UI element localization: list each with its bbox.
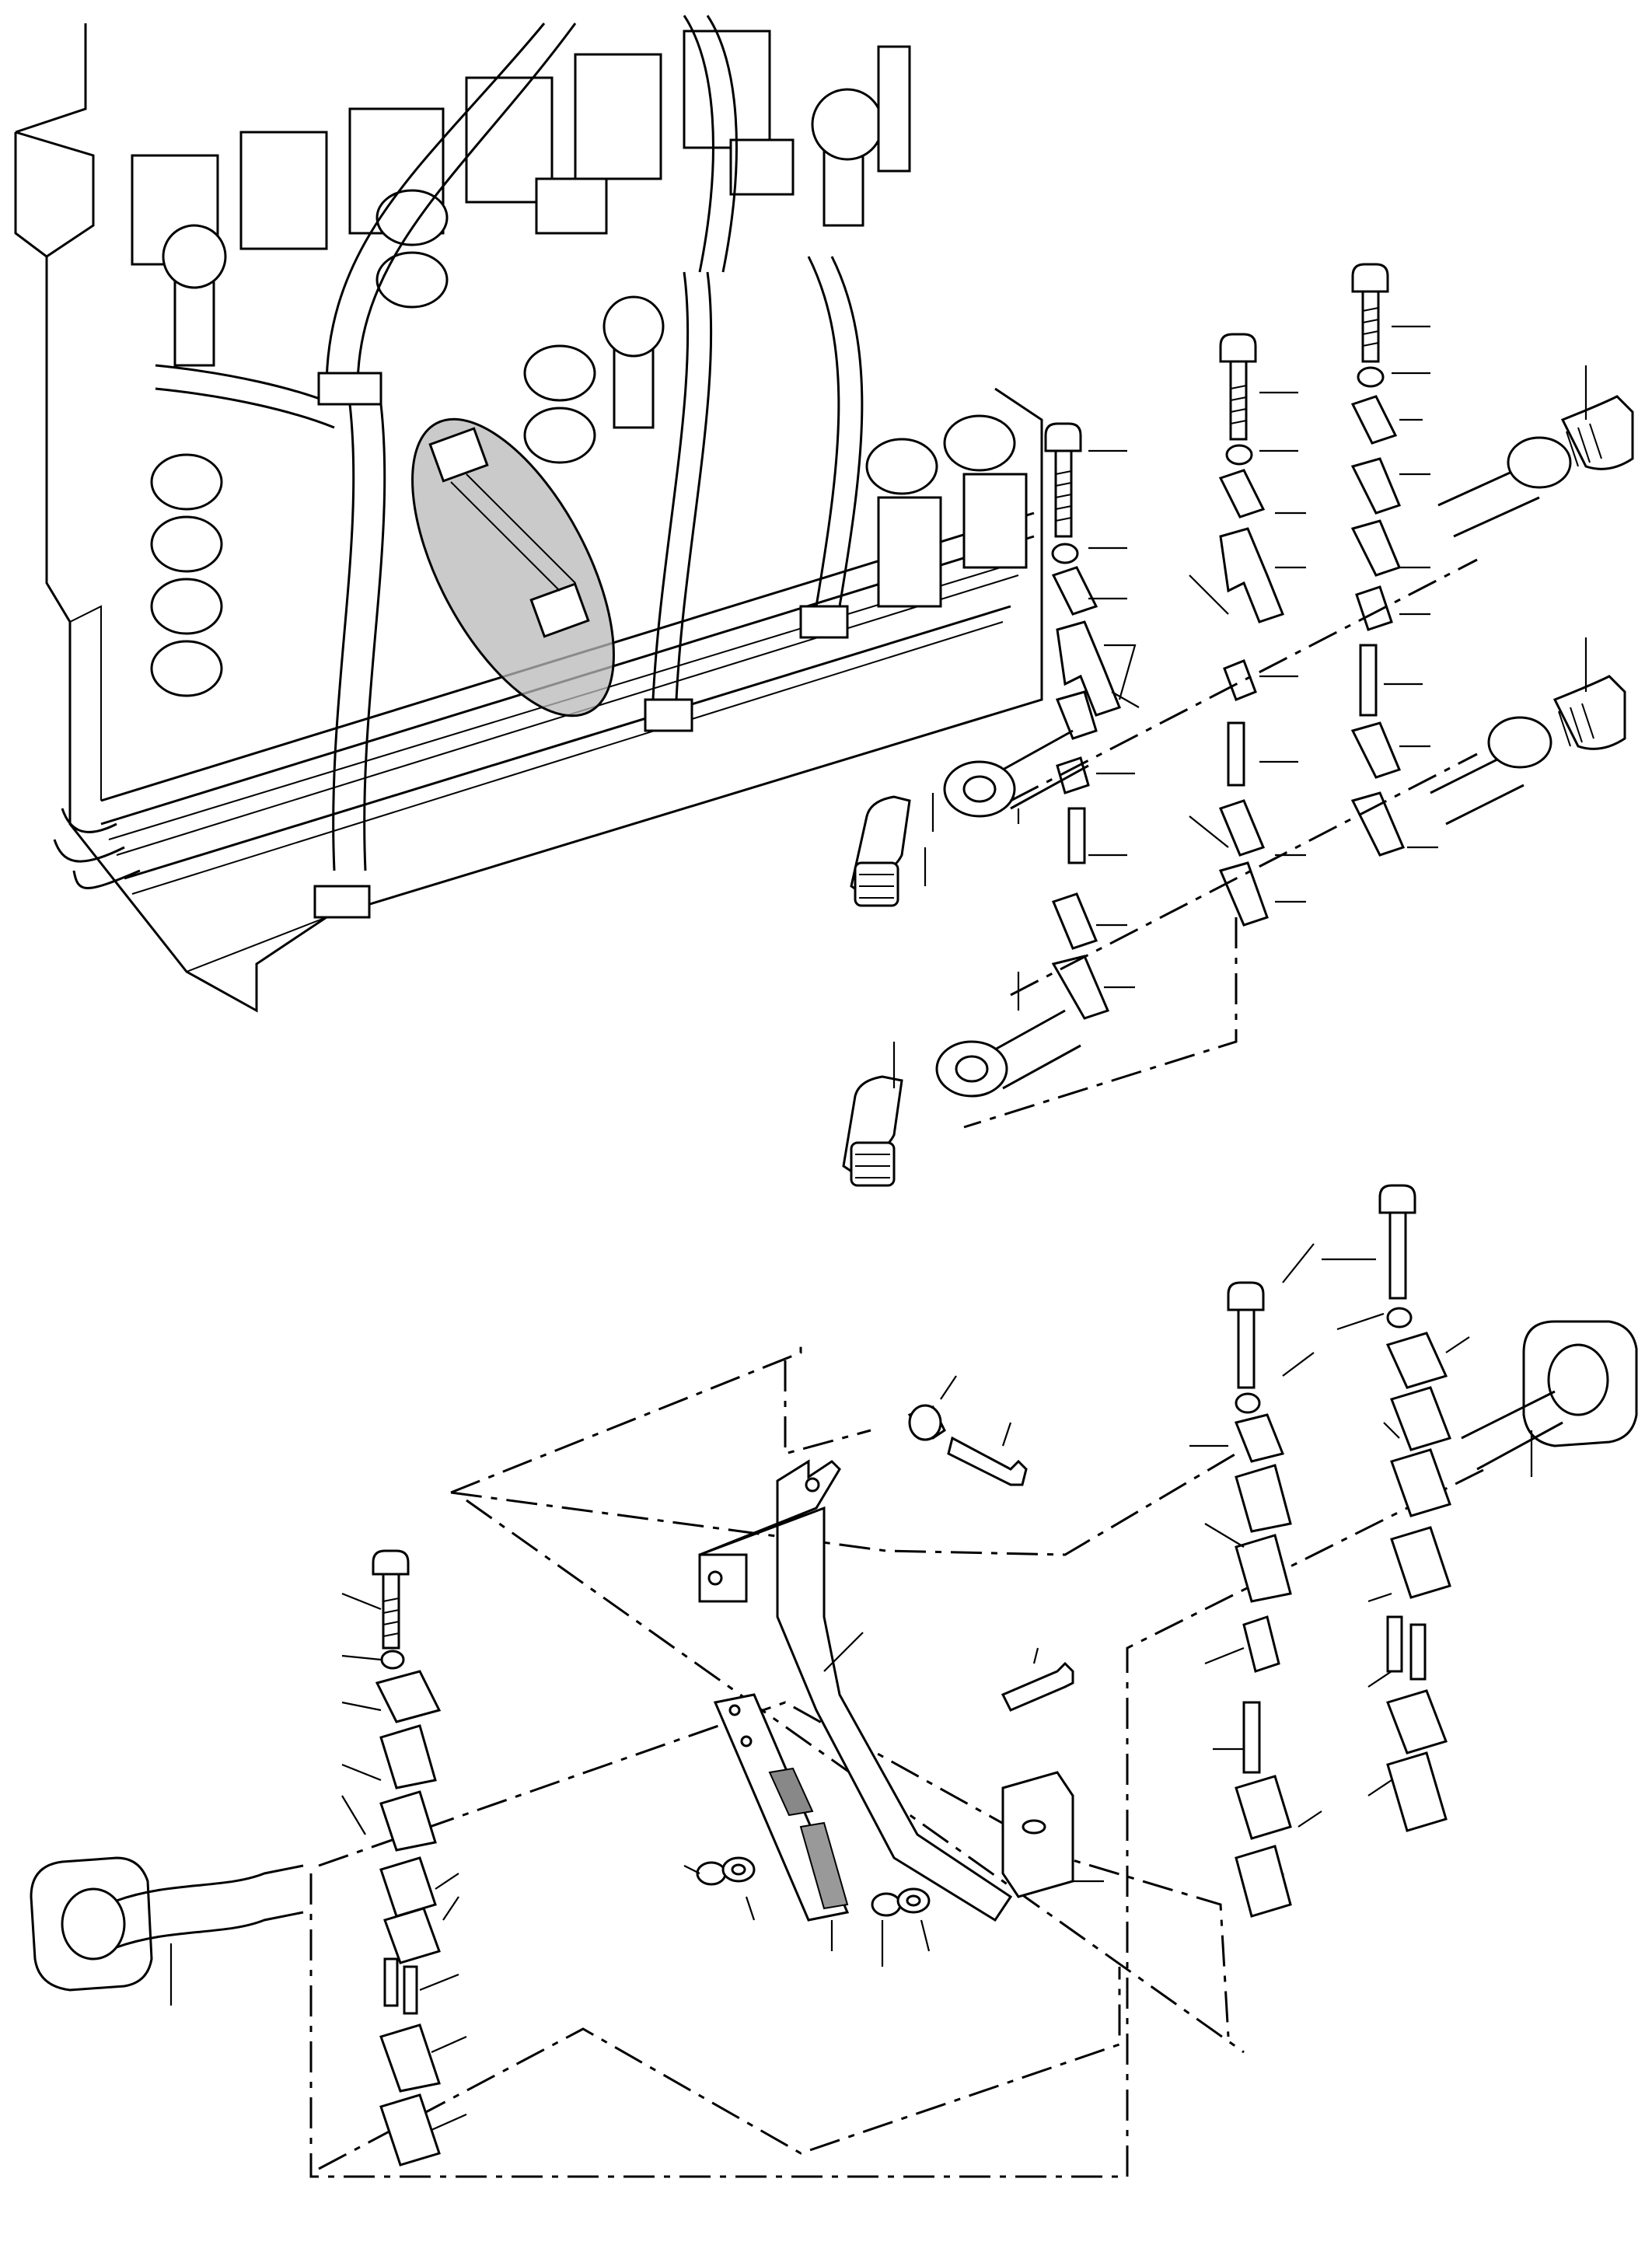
- highlighted-clamp: [428, 427, 590, 638]
- flange-pipe-left: [30, 1856, 304, 2006]
- bolt-b: [1219, 333, 1257, 441]
- accumulators: [877, 473, 1028, 608]
- flange-pipe-right: [1461, 1320, 1638, 1477]
- pipe-elbow-2: [842, 1009, 1081, 1187]
- screw-mid: [1001, 1647, 1074, 1712]
- clamp-stack-lower-left: [341, 1549, 467, 2166]
- washer-c: [1357, 366, 1385, 388]
- valve-block-assembly: [14, 15, 1043, 1013]
- support-bracket: [698, 1459, 1104, 1922]
- lower-exploded-group: [30, 1184, 1638, 2178]
- pipe-elbow-3: [1437, 395, 1634, 538]
- bolt-a: [1044, 422, 1082, 538]
- hydraulic-hoses: [53, 15, 864, 889]
- clamp-stack-b: [1218, 469, 1284, 927]
- washer-b: [1225, 444, 1253, 466]
- pipe-elbow-1: [850, 729, 1089, 907]
- bolt-c: [1351, 263, 1389, 363]
- highlight-area: [411, 417, 615, 718]
- leader-lines-upper: [892, 325, 1587, 1088]
- nuts-washers-lower: [683, 1856, 931, 1967]
- hose-fittings: [313, 372, 849, 919]
- filter-housings: [162, 45, 911, 429]
- clamp-stack-c: [1350, 395, 1406, 857]
- upper-exploded-group: [842, 263, 1634, 1187]
- clamp-stack-a: [1051, 566, 1121, 1020]
- washer-a: [1051, 543, 1079, 564]
- clamp-stack-lower-right: [1189, 1184, 1470, 1918]
- valve-blocks: [131, 30, 795, 266]
- solenoid-coils: [150, 189, 1016, 697]
- spacer-screw-upper: [907, 1375, 1028, 1486]
- pipe-elbow-4: [1430, 675, 1626, 826]
- mounting-plate: [713, 1693, 850, 1922]
